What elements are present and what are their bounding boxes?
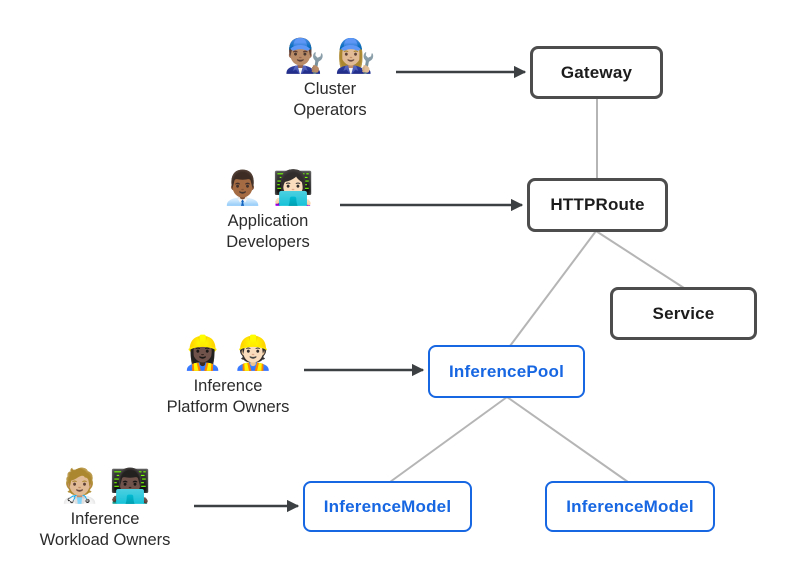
inferencemodel-right-node: InferenceModel <box>545 481 715 532</box>
cluster-operators-label-line2: Operators <box>293 101 367 119</box>
persona-inference-workload-owners: 🧑🏼‍⚕️ 👨🏿‍💻 Inference Workload Owners <box>15 466 195 551</box>
inference-platform-owners-label-line2: Platform Owners <box>166 398 290 416</box>
edge-inferencepool-inferencemodel-right <box>506 396 629 483</box>
cluster-operators-label: Cluster Operators <box>293 79 366 121</box>
edge-inferencepool-inferencemodel-left <box>389 396 508 483</box>
inference-workload-owners-label-line2: Workload Owners <box>39 531 171 549</box>
inference-workload-owners-label: Inference Workload Owners <box>40 509 171 551</box>
httproute-node: HTTPRoute <box>527 178 668 232</box>
construction-workers-emoji: 👷🏿‍♀️ 👷🏻 <box>182 334 274 371</box>
inference-workload-owners-label-line1: Inference <box>70 510 140 528</box>
edge-httproute-service <box>595 230 685 289</box>
persona-cluster-operators: 👨🏽‍🔧 👩🏼‍🔧 Cluster Operators <box>250 36 410 121</box>
inference-platform-owners-label-line1: Inference <box>193 377 263 395</box>
persona-inference-platform-owners: 👷🏿‍♀️ 👷🏻 Inference Platform Owners <box>138 333 318 418</box>
inferencepool-node: InferencePool <box>428 345 585 398</box>
inference-platform-owners-label: Inference Platform Owners <box>167 376 290 418</box>
gateway-node: Gateway <box>530 46 663 99</box>
inferencemodel-left-node: InferenceModel <box>303 481 472 532</box>
edge-httproute-inferencepool <box>509 230 597 347</box>
persona-application-developers: 👨🏾‍💼 👩🏻‍💻 Application Developers <box>188 168 348 253</box>
application-developers-label-line1: Application <box>227 212 309 230</box>
mechanics-emoji: 👨🏽‍🔧 👩🏼‍🔧 <box>284 37 376 74</box>
cluster-operators-label-line1: Cluster <box>303 80 357 98</box>
service-node: Service <box>610 287 757 340</box>
application-developers-label: Application Developers <box>226 211 309 253</box>
application-developers-label-line2: Developers <box>226 233 310 251</box>
coat-worker-and-technologist-emoji: 🧑🏼‍⚕️ 👨🏿‍💻 <box>59 467 151 504</box>
office-worker-and-technologist-emoji: 👨🏾‍💼 👩🏻‍💻 <box>222 169 314 206</box>
